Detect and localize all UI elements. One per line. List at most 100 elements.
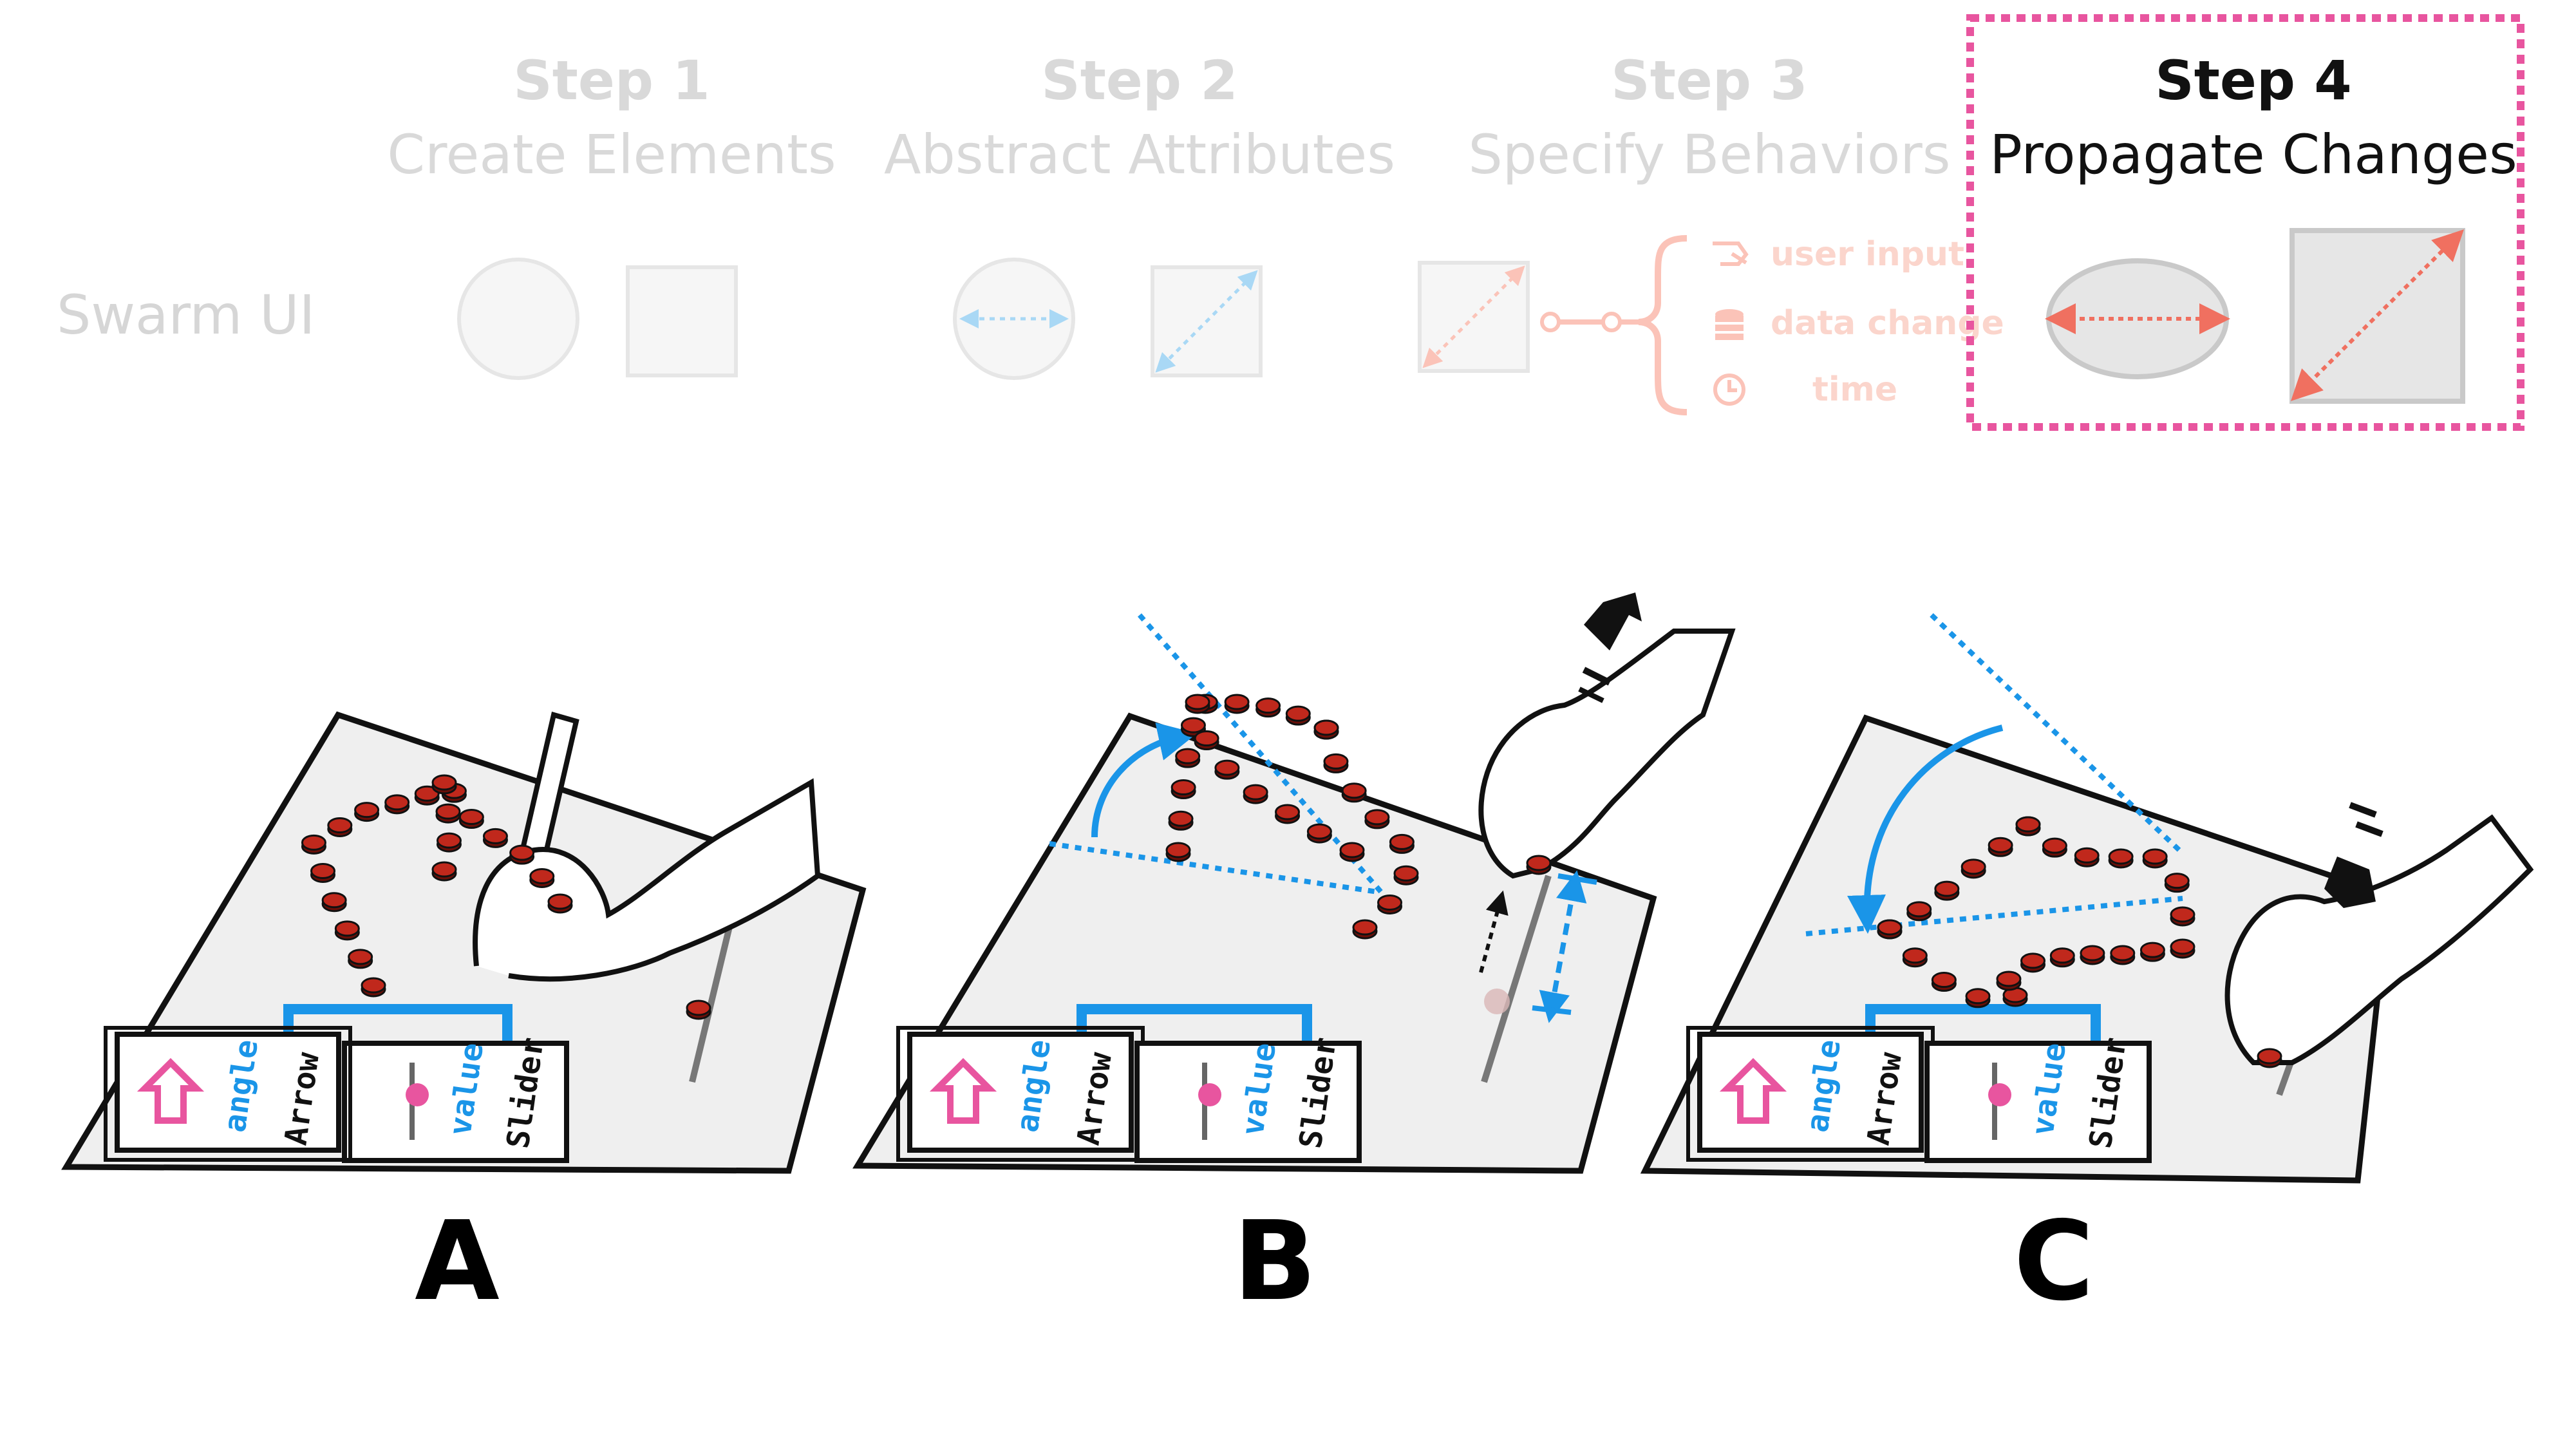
robot-dot bbox=[686, 999, 711, 1016]
robot-dot bbox=[1988, 837, 2013, 853]
arrow-card bbox=[115, 1032, 341, 1153]
robot-dot bbox=[2257, 1048, 2282, 1065]
robot-dot bbox=[2170, 906, 2195, 923]
step-2-icons bbox=[953, 258, 1263, 380]
step-name: Create Elements bbox=[387, 123, 836, 186]
robot-dot bbox=[1323, 753, 1349, 770]
robot-dot bbox=[1377, 894, 1403, 911]
pink-arrow-icon bbox=[1719, 1057, 1787, 1124]
robot-dot bbox=[310, 862, 336, 879]
robot-dot bbox=[354, 802, 380, 819]
panel-b-illustration: angle Arrow value Slider bbox=[852, 592, 1736, 1174]
robot-dot bbox=[435, 803, 461, 820]
robot-dot bbox=[1306, 823, 1332, 840]
robot-dot bbox=[321, 892, 347, 909]
robot-dot bbox=[2142, 848, 2168, 865]
step-number: Step 4 bbox=[2155, 49, 2352, 112]
robot-dot bbox=[1168, 810, 1194, 827]
step-number: Step 3 bbox=[1611, 49, 1808, 112]
step-name: Specify Behaviors bbox=[1468, 123, 1951, 186]
trigger-time: time bbox=[1812, 370, 1898, 409]
step-name: Propagate Changes bbox=[1989, 123, 2517, 186]
robot-dot bbox=[414, 785, 440, 802]
robot-dot bbox=[1224, 694, 1250, 710]
robot-dot bbox=[547, 893, 573, 910]
robot-dot bbox=[1275, 804, 1301, 820]
robot-dot bbox=[1341, 782, 1367, 799]
robot-dot bbox=[2108, 848, 2134, 865]
robot-dot bbox=[1243, 784, 1268, 800]
robot-dot bbox=[1902, 947, 1928, 964]
robot-dot bbox=[2020, 952, 2046, 969]
robot-dot bbox=[2080, 945, 2105, 961]
robot-dot bbox=[1965, 988, 1991, 1005]
angle-guide-line bbox=[1049, 841, 1378, 895]
step-2-header: Step 2 Abstract Attributes bbox=[882, 45, 1397, 193]
robot-dot bbox=[2139, 942, 2165, 958]
robot-dot bbox=[2074, 847, 2100, 864]
swarm-ui-row-label: Swarm UI bbox=[57, 283, 315, 346]
robot-dot bbox=[2015, 816, 2041, 833]
value-change-measure bbox=[1539, 870, 1587, 1023]
robot-dot bbox=[1185, 694, 1210, 710]
hand bbox=[1478, 629, 1736, 879]
robot-dot bbox=[1339, 842, 1365, 858]
robot-dot bbox=[509, 844, 535, 861]
down-motion-arrow bbox=[2324, 857, 2376, 908]
pink-arrow-icon bbox=[929, 1057, 997, 1124]
robot-dot bbox=[2110, 945, 2136, 961]
robot-dot bbox=[2164, 873, 2190, 889]
robot-dot bbox=[1960, 858, 1986, 875]
robot-dot bbox=[1393, 865, 1419, 882]
angle-rotation-arrow bbox=[1847, 724, 2004, 934]
trigger-user-input: user input bbox=[1771, 235, 1964, 274]
hand bbox=[2224, 814, 2534, 1065]
robot-dot bbox=[1285, 705, 1311, 722]
robot-swarm bbox=[301, 694, 2282, 1068]
robot-dot bbox=[327, 817, 353, 833]
robot-dot bbox=[1877, 919, 1903, 936]
robot-dot bbox=[2049, 947, 2075, 964]
step-number: Step 1 bbox=[513, 49, 710, 112]
robot-dot bbox=[1934, 880, 1960, 897]
slider-knob-icon bbox=[406, 1083, 429, 1106]
angle-guide-line bbox=[1137, 613, 1384, 894]
robot-dot bbox=[1175, 748, 1201, 764]
robot-dot bbox=[2170, 938, 2195, 955]
pink-arrow-icon bbox=[136, 1057, 205, 1124]
robot-dot bbox=[431, 861, 457, 878]
robot-dot bbox=[431, 774, 457, 791]
step-name: Abstract Attributes bbox=[884, 123, 1395, 186]
database-icon bbox=[1715, 309, 1744, 340]
robot-dot bbox=[348, 949, 373, 965]
hand-icon bbox=[1713, 242, 1749, 266]
angle-guide-line bbox=[1930, 613, 2185, 855]
robot-dot bbox=[1906, 901, 1932, 918]
step-3-header: Step 3 Specify Behaviors bbox=[1468, 45, 1951, 193]
step-3-icons bbox=[1418, 235, 1749, 415]
slider-card bbox=[342, 1041, 569, 1163]
robot-dot bbox=[1313, 719, 1339, 736]
panel-label-b: B bbox=[1233, 1198, 1317, 1325]
step-4-header: Step 4 Propagate Changes bbox=[1970, 45, 2537, 193]
step-4-icons bbox=[2045, 228, 2465, 404]
robot-dot bbox=[1180, 717, 1206, 734]
arrow-card bbox=[907, 1032, 1134, 1153]
robot-dot bbox=[1214, 759, 1240, 776]
panel-a-illustration: angle Arrow value Slider bbox=[61, 711, 867, 1174]
robot-dot bbox=[1996, 971, 2022, 987]
robot-dot bbox=[436, 832, 462, 849]
panel-label-a: A bbox=[415, 1198, 500, 1325]
step-1-header: Step 1 Create Elements bbox=[386, 45, 837, 193]
robot-dot bbox=[1170, 779, 1196, 796]
brace-icon bbox=[1638, 235, 1688, 415]
robot-dot bbox=[458, 809, 484, 826]
panel-c-illustration: angle Arrow value Slider bbox=[1640, 613, 2534, 1184]
step-number: Step 2 bbox=[1041, 49, 1238, 112]
robot-dot bbox=[361, 977, 386, 994]
robot-dot bbox=[482, 828, 508, 844]
robot-dot bbox=[1194, 730, 1219, 747]
step-1-icons bbox=[457, 258, 738, 380]
slider-card bbox=[1134, 1041, 1362, 1163]
